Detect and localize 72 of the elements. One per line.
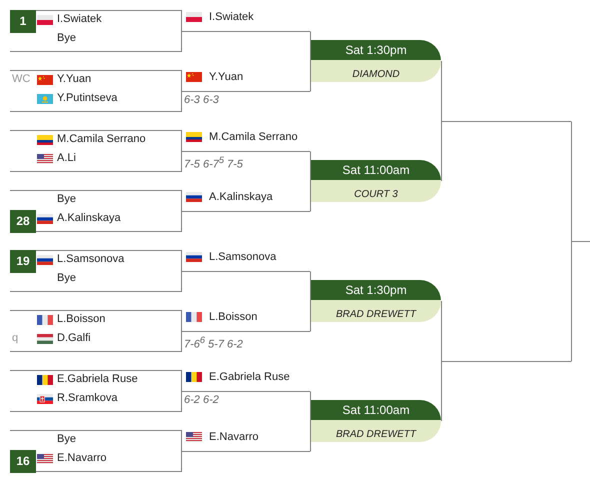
- court-name: BRAD DREWETT: [336, 429, 416, 440]
- bracket-line: [310, 300, 311, 332]
- court-name: DIAMOND: [352, 69, 400, 80]
- player-name: A.Li: [57, 151, 76, 166]
- match-badge: [311, 400, 441, 442]
- match-time: Sat 1:30pm: [345, 43, 407, 57]
- player-name: Bye: [57, 31, 76, 46]
- player-name: A.Kalinskaya: [57, 211, 121, 226]
- player-name: E.Gabriela Ruse: [57, 372, 138, 387]
- bracket-line: [310, 180, 311, 212]
- seed-number: 19: [10, 250, 36, 273]
- match-time: Sat 11:00am: [342, 163, 410, 177]
- player-name: I.Swiatek: [57, 12, 102, 27]
- bracket-slot: [181, 249, 310, 272]
- bracket-box: [10, 250, 182, 292]
- bracket-box: [10, 190, 182, 232]
- bracket-line: [310, 271, 311, 302]
- match-time: Sat 11:00am: [342, 403, 410, 417]
- bracket-slot: [181, 9, 310, 32]
- bracket-box: [10, 310, 182, 352]
- bracket-line: [310, 60, 311, 92]
- score-text: 7-6$^{6}$ 5-7 6-2: [184, 334, 243, 353]
- bracket-slot: [181, 369, 310, 392]
- player-name: D.Galfi: [57, 331, 91, 346]
- player-name: Bye: [57, 432, 76, 447]
- player-name: A.Kalinskaya: [209, 190, 273, 205]
- bracket-box: [10, 430, 182, 472]
- player-name: Y.Yuan: [209, 70, 244, 85]
- player-name: Y.Yuan: [57, 72, 92, 87]
- seed-number: 1: [10, 10, 36, 33]
- match-badge: [311, 40, 441, 82]
- bracket-slot: [181, 189, 310, 212]
- score-text: 6-3 6-3: [184, 93, 219, 108]
- player-name: E.Navarro: [209, 430, 259, 445]
- player-name: L.Boisson: [209, 310, 258, 325]
- bracket-box: [10, 70, 182, 112]
- player-name: E.Navarro: [57, 451, 107, 466]
- player-name: L.Samsonova: [57, 252, 124, 267]
- match-badge: [311, 160, 441, 202]
- player-name: Bye: [57, 192, 76, 207]
- seed-number: 28: [10, 210, 36, 233]
- court-name: BRAD DREWETT: [336, 309, 416, 320]
- bracket-slot: [181, 309, 310, 332]
- entry-status: q: [12, 331, 18, 346]
- bracket-line: [310, 391, 311, 422]
- player-name: L.Samsonova: [209, 250, 276, 265]
- bracket-line: [571, 241, 572, 362]
- bracket-line: [571, 121, 572, 242]
- player-name: R.Sramkova: [57, 391, 118, 406]
- bracket-box: [10, 370, 182, 412]
- score-text: 6-2 6-2: [184, 393, 219, 408]
- bracket-line: [310, 151, 311, 182]
- entry-status: WC: [12, 72, 30, 87]
- bracket-box: [10, 130, 182, 172]
- match-badge: [311, 280, 441, 322]
- bracket-slot: [181, 129, 310, 152]
- bracket-slot: [181, 69, 310, 92]
- player-name: M.Camila Serrano: [209, 130, 298, 145]
- player-name: Y.Putintseva: [57, 91, 118, 106]
- score-text: 7-5 6-7$^{5}$ 7-5: [184, 154, 243, 173]
- bracket-line: [310, 420, 311, 452]
- player-name: M.Camila Serrano: [57, 132, 146, 147]
- bracket-slot: [181, 429, 310, 452]
- seed-number: 16: [10, 450, 36, 473]
- player-name: L.Boisson: [57, 312, 106, 327]
- player-name: I.Swiatek: [209, 10, 254, 25]
- bracket-box: [10, 10, 182, 52]
- player-name: E.Gabriela Ruse: [209, 370, 290, 385]
- match-time: Sat 1:30pm: [345, 283, 407, 297]
- bracket-line: [310, 31, 311, 62]
- player-name: Bye: [57, 271, 76, 286]
- court-name: COURT 3: [354, 189, 398, 200]
